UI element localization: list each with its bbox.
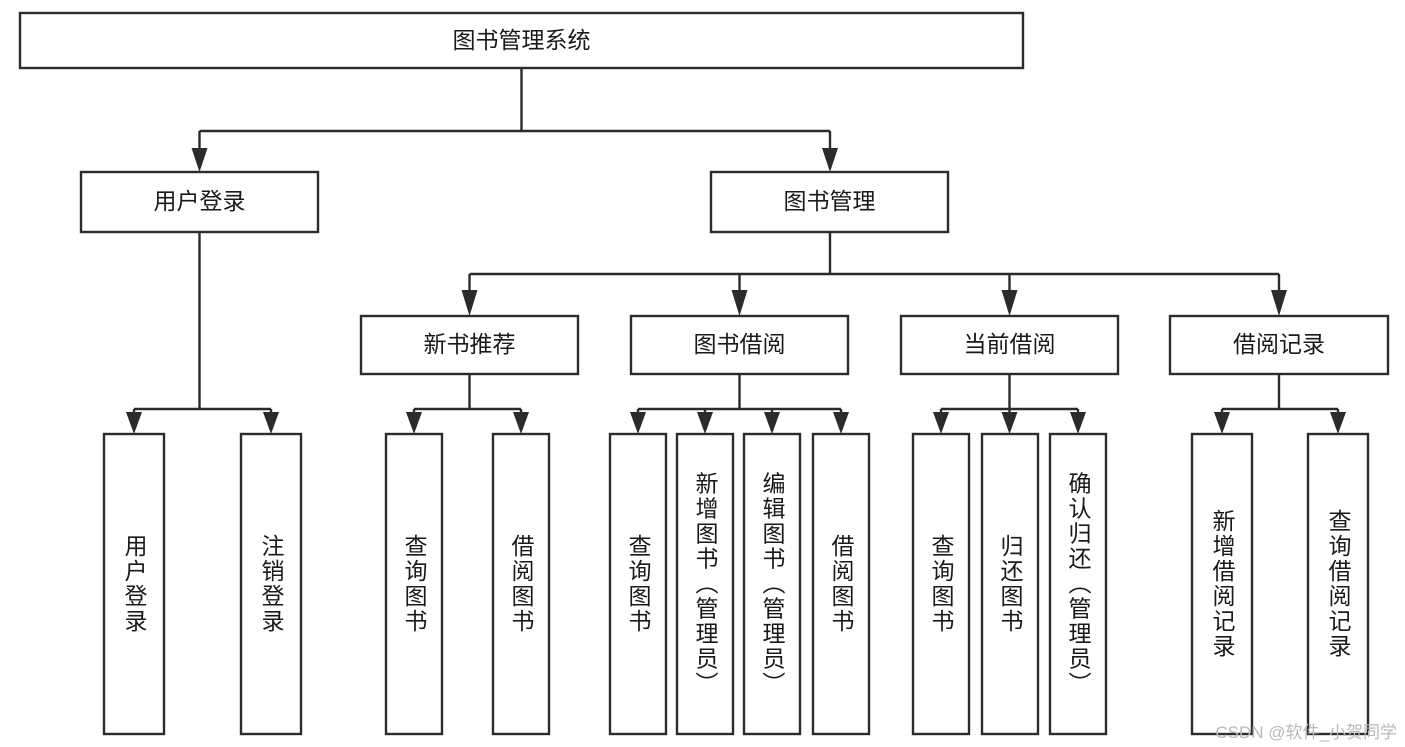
arrowhead-leaf-currentborrow-2: [1070, 412, 1086, 434]
node-current-borrow[interactable]: 当前借阅: [899, 314, 1120, 376]
leaf-current-borrow-2[interactable]: 确认归还（管理员）: [1048, 432, 1108, 736]
leaf-user-login-0-label: 用户登录: [121, 534, 148, 634]
leaf-current-borrow-1[interactable]: 归还图书: [980, 432, 1040, 736]
node-new-book-recommend[interactable]: 新书推荐: [359, 314, 580, 376]
node-root[interactable]: 图书管理系统: [18, 11, 1025, 70]
leaf-new-book-recommend-0-box: [384, 432, 444, 736]
arrowhead-borrow-record: [1271, 290, 1287, 316]
node-book-borrow-label: 图书借阅: [694, 331, 786, 357]
leaf-borrow-record-0-box: [1190, 432, 1254, 736]
leaf-book-borrow-3[interactable]: 借阅图书: [811, 432, 871, 736]
arrowhead-book-borrow: [731, 290, 748, 316]
leaf-book-borrow-0[interactable]: 查询图书: [608, 432, 668, 736]
leaf-book-borrow-0-label: 查询图书: [625, 534, 652, 634]
leaf-borrow-record-0[interactable]: 新增借阅记录: [1190, 432, 1254, 736]
leaf-current-borrow-0[interactable]: 查询图书: [911, 432, 971, 736]
leaf-book-borrow-3-box: [811, 432, 871, 736]
leaf-user-login-1-label: 注销登录: [258, 534, 285, 634]
leaf-borrow-record-1-box: [1306, 432, 1370, 736]
leaf-current-borrow-0-label: 查询图书: [928, 534, 955, 634]
arrowhead-user-login: [191, 148, 208, 172]
leaf-book-borrow-1-box: [675, 432, 735, 736]
node-root-box: [18, 11, 1025, 70]
node-user-login-box: [79, 170, 320, 234]
leaf-new-book-recommend-0-label: 查询图书: [401, 534, 428, 634]
leaf-book-borrow-2-box: [742, 432, 802, 736]
arrowhead-new-book-recommend: [461, 290, 478, 316]
node-book-management-box: [709, 170, 950, 234]
arrowhead-current-borrow: [1001, 290, 1018, 316]
arrowhead-leaf-borrowrecord-1: [1330, 412, 1346, 434]
arrowhead-leaf-bookborrow-2: [764, 412, 780, 434]
arrowhead-leaf-bookborrow-0: [630, 412, 646, 434]
leaf-current-borrow-0-box: [911, 432, 971, 736]
node-user-login[interactable]: 用户登录: [79, 170, 320, 234]
connector-layer: [126, 68, 1346, 434]
node-book-borrow-box: [629, 314, 850, 376]
arrowhead-leaf-newbook-0: [406, 412, 422, 434]
leaf-book-borrow-2-label: 编辑图书（管理员）: [759, 472, 786, 697]
leaf-borrow-record-1[interactable]: 查询借阅记录: [1306, 432, 1370, 736]
node-book-management-label: 图书管理: [784, 188, 876, 214]
node-new-book-recommend-box: [359, 314, 580, 376]
node-book-borrow[interactable]: 图书借阅: [629, 314, 850, 376]
arrowhead-leaf-borrowrecord-0: [1214, 412, 1230, 434]
arrowhead-leaf-bookborrow-3: [833, 412, 849, 434]
node-root-label: 图书管理系统: [453, 27, 591, 53]
arrowhead-leaf-user-login-0: [126, 412, 142, 434]
leaf-borrow-record-0-label: 新增借阅记录: [1209, 509, 1236, 659]
leaf-user-login-1[interactable]: 注销登录: [239, 432, 303, 736]
leaf-book-borrow-1[interactable]: 新增图书（管理员）: [675, 432, 735, 736]
leaf-book-borrow-2[interactable]: 编辑图书（管理员）: [742, 432, 802, 736]
leaf-new-book-recommend-0[interactable]: 查询图书: [384, 432, 444, 736]
leaf-user-login-0[interactable]: 用户登录: [102, 432, 166, 736]
arrowhead-leaf-currentborrow-0: [933, 412, 949, 434]
leaf-current-borrow-1-label: 归还图书: [997, 534, 1024, 634]
leaf-current-borrow-1-box: [980, 432, 1040, 736]
leaf-user-login-0-box: [102, 432, 166, 736]
leaf-user-login-1-box: [239, 432, 303, 736]
leaf-new-book-recommend-1-box: [491, 432, 551, 736]
node-borrow-record[interactable]: 借阅记录: [1168, 314, 1390, 376]
arrowhead-leaf-user-login-1: [263, 412, 279, 434]
leaf-book-borrow-1-label: 新增图书（管理员）: [692, 472, 719, 697]
arrowhead-book-mgmt: [822, 148, 838, 172]
leaf-new-book-recommend-1[interactable]: 借阅图书: [491, 432, 551, 736]
node-book-management[interactable]: 图书管理: [709, 170, 950, 234]
node-new-book-recommend-label: 新书推荐: [424, 331, 516, 357]
leaf-current-borrow-2-box: [1048, 432, 1108, 736]
node-current-borrow-box: [899, 314, 1120, 376]
node-borrow-record-box: [1168, 314, 1390, 376]
leaf-book-borrow-0-box: [608, 432, 668, 736]
arrowhead-leaf-bookborrow-1: [697, 412, 713, 434]
leaf-borrow-record-1-label: 查询借阅记录: [1325, 509, 1352, 659]
leaf-new-book-recommend-1-label: 借阅图书: [508, 534, 535, 634]
node-current-borrow-label: 当前借阅: [964, 331, 1056, 357]
arrowhead-leaf-newbook-1: [513, 412, 529, 434]
leaf-current-borrow-2-label: 确认归还（管理员）: [1065, 472, 1092, 697]
node-user-login-label: 用户登录: [154, 188, 246, 214]
arrowhead-leaf-currentborrow-1: [1001, 412, 1018, 434]
node-borrow-record-label: 借阅记录: [1233, 331, 1325, 357]
leaf-book-borrow-3-label: 借阅图书: [828, 534, 855, 634]
